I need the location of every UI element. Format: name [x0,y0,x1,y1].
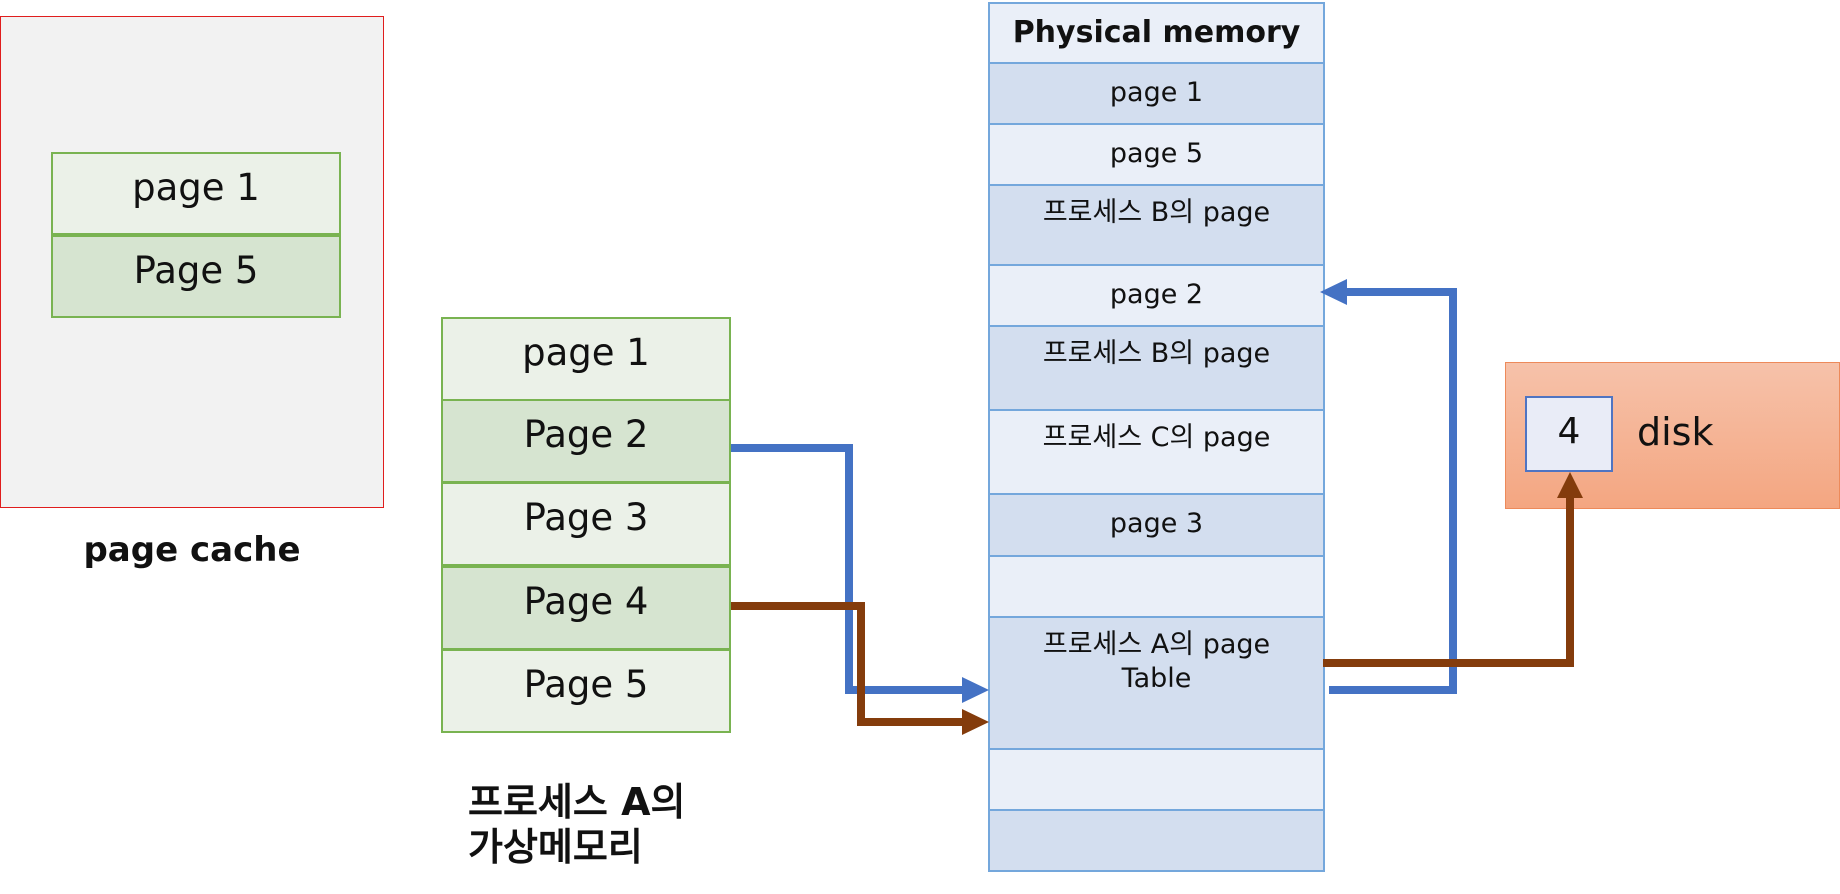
virtual-memory-page: Page 4 [441,566,731,650]
virtual-memory-label: 프로세스 A의 가상메모리 [468,780,768,870]
arrow-page-table-to-disk [1323,494,1574,667]
physical-memory-cell [988,809,1325,872]
virtual-memory-page: Page 3 [441,482,731,566]
virtual-memory-page: Page 2 [441,399,731,483]
disk-block: 4 [1525,396,1613,472]
virtual-memory-page: page 1 [441,317,731,401]
physical-memory-cell [988,555,1325,618]
disk-label: disk [1637,410,1714,454]
virtual-memory-label-line1: 프로세스 A의 [468,780,686,824]
arrowhead-brown-page-table [962,709,989,735]
arrow-page4-to-page-table [731,602,964,726]
physical-memory-cell: page 3 [988,493,1325,557]
page-cache-box: page 1 Page 5 [0,16,384,508]
physical-memory-title: Physical memory [988,2,1325,64]
page-cache-page: Page 5 [51,235,341,318]
physical-memory-cell: page 1 [988,62,1325,125]
arrow-page-table-to-physical-page2 [1329,288,1457,694]
physical-memory-cell: 프로세스 B의 page [988,325,1325,411]
arrowhead-brown-disk [1557,472,1583,498]
page-cache-label: page cache [83,530,301,570]
virtual-memory-label-line2: 가상메모리 [468,825,643,869]
arrowhead-blue-physical-page2 [1320,279,1347,305]
arrow-page2-to-page-table [731,444,964,694]
virtual-memory-page: Page 5 [441,649,731,733]
page-cache-page: page 1 [51,152,341,235]
arrowhead-blue-page-table [962,677,989,703]
